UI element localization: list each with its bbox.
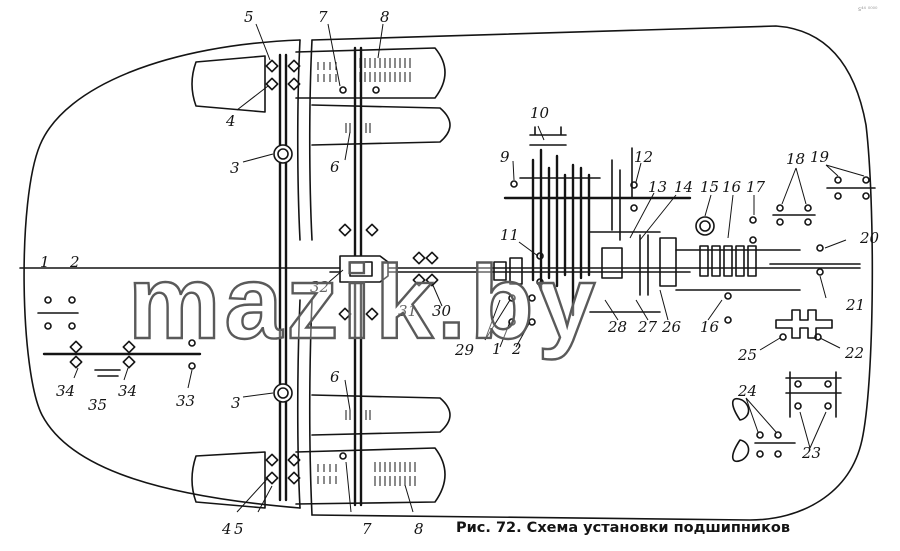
label-1-left: 1 bbox=[40, 253, 50, 271]
leader-lines bbox=[73, 23, 865, 513]
label-18: 18 bbox=[786, 150, 805, 168]
central-differential bbox=[338, 223, 439, 321]
bearing-pairs-6 bbox=[345, 123, 371, 420]
vehicle-outline bbox=[23, 25, 874, 521]
label-22: 22 bbox=[844, 344, 864, 362]
label-3-top: 3 bbox=[230, 159, 240, 177]
bearing-group-23-24 bbox=[731, 371, 842, 462]
track-hatching bbox=[317, 58, 416, 486]
label-12: 12 bbox=[634, 148, 653, 166]
label-33: 33 bbox=[176, 392, 195, 410]
bearing-group-25-22 bbox=[775, 309, 833, 339]
label-31: 31 bbox=[398, 302, 417, 320]
label-4-bot: 4 bbox=[221, 520, 232, 538]
label-5-bot: 5 bbox=[234, 520, 244, 538]
label-7-top: 7 bbox=[318, 8, 328, 26]
label-29: 29 bbox=[454, 341, 475, 359]
hub-bearing-top bbox=[273, 144, 293, 164]
track-bottom-left bbox=[191, 394, 451, 509]
label-14: 14 bbox=[674, 178, 693, 196]
label-28: 28 bbox=[607, 318, 627, 336]
label-1-mid: 1 bbox=[492, 340, 502, 358]
label-27: 27 bbox=[637, 318, 658, 336]
label-16b: 16 bbox=[700, 318, 720, 336]
misc-bearings bbox=[508, 180, 824, 341]
label-9: 9 bbox=[500, 148, 510, 166]
label-8-bot: 8 bbox=[414, 520, 424, 538]
label-11: 11 bbox=[500, 226, 519, 244]
hub-bearing-bottom bbox=[273, 383, 293, 403]
right-transmission bbox=[659, 216, 861, 291]
label-13: 13 bbox=[648, 178, 667, 196]
part-labels: 1 2 34 35 34 33 5 4 3 7 8 6 32 31 30 3 6… bbox=[40, 8, 880, 538]
label-32: 32 bbox=[310, 278, 329, 296]
label-26: 26 bbox=[661, 318, 682, 336]
label-20: 20 bbox=[859, 229, 880, 247]
label-16a: 16 bbox=[722, 178, 742, 196]
label-2-mid: 2 bbox=[511, 340, 522, 358]
bearing-crosses-bottom bbox=[265, 453, 301, 485]
label-23: 23 bbox=[801, 444, 821, 462]
gearbox bbox=[493, 126, 692, 317]
label-17: 17 bbox=[746, 178, 766, 196]
bearing-circles-7 bbox=[339, 86, 380, 460]
label-30: 30 bbox=[432, 302, 452, 320]
label-19: 19 bbox=[810, 148, 830, 166]
label-8-top: 8 bbox=[380, 8, 390, 26]
bearing-group-34-35-33 bbox=[42, 339, 202, 377]
label-3-bot: 3 bbox=[231, 394, 241, 412]
label-34b: 34 bbox=[118, 382, 137, 400]
label-24: 24 bbox=[737, 382, 757, 400]
label-7-bot: 7 bbox=[362, 520, 372, 538]
watermark-text: mazik.by bbox=[128, 245, 599, 361]
label-34a: 34 bbox=[56, 382, 75, 400]
label-2-left: 2 bbox=[69, 253, 80, 271]
label-6-top: 6 bbox=[330, 158, 340, 176]
bearing-crosses-top bbox=[265, 59, 301, 91]
label-21: 21 bbox=[845, 296, 865, 314]
track-top-left bbox=[191, 47, 451, 146]
label-4-top: 4 bbox=[225, 112, 236, 130]
label-35: 35 bbox=[88, 396, 107, 414]
label-5-top: 5 bbox=[244, 8, 254, 26]
label-15: 15 bbox=[700, 178, 719, 196]
bearing-group-18-19 bbox=[772, 176, 876, 226]
label-25: 25 bbox=[737, 346, 757, 364]
label-10: 10 bbox=[530, 104, 550, 122]
figure-caption: Рис. 72. Схема установки подшипников bbox=[456, 520, 790, 536]
corner-mark: s⁴⁴ ⁰⁰⁰⁰ bbox=[858, 6, 878, 13]
label-6-bot: 6 bbox=[330, 368, 340, 386]
bearing-group-left-1-2 bbox=[37, 296, 79, 330]
